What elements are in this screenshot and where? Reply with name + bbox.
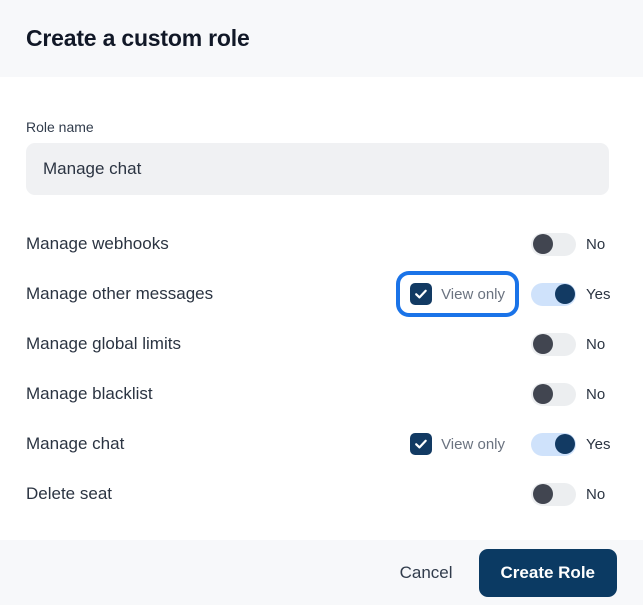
view-only-checkbox-group[interactable]: View only (400, 275, 515, 313)
permission-toggle[interactable] (531, 282, 576, 306)
create-role-button[interactable]: Create Role (478, 548, 617, 597)
role-name-input[interactable] (26, 143, 609, 195)
permission-toggle-group: No (531, 382, 617, 406)
dialog-header: Create a custom role (0, 0, 643, 77)
toggle-state-label: No (586, 485, 606, 503)
dialog-footer: Cancel Create Role (0, 540, 643, 605)
toggle-knob-icon (532, 334, 553, 354)
permission-row: Manage chat View only Yes (26, 419, 617, 469)
toggle-state-label: No (586, 385, 606, 403)
permission-label: Manage chat (26, 434, 125, 453)
toggle-state-label: Yes (586, 435, 611, 453)
permission-label: Delete seat (26, 484, 112, 503)
permission-controls: No (531, 232, 617, 256)
toggle-knob-icon (532, 234, 553, 254)
permission-row: Manage webhooks No (26, 219, 617, 269)
toggle-state-label: No (586, 335, 606, 353)
permission-controls: No (531, 332, 617, 356)
view-only-label: View only (441, 285, 505, 303)
page-title: Create a custom role (26, 25, 250, 51)
permission-label: Manage other messages (26, 284, 214, 303)
permission-label: Manage global limits (26, 334, 181, 353)
permission-toggle-group: No (531, 332, 617, 356)
permission-toggle-group: Yes (531, 432, 617, 456)
toggle-knob-icon (532, 484, 553, 504)
permission-toggle-group: Yes (531, 282, 617, 306)
permission-controls: View only Yes (400, 425, 617, 463)
toggle-knob-icon (554, 284, 575, 304)
view-only-checkbox-group[interactable]: View only (400, 425, 515, 463)
toggle-state-label: Yes (586, 285, 611, 303)
checkmark-icon[interactable] (410, 283, 433, 305)
view-only-label: View only (441, 435, 505, 453)
cancel-button[interactable]: Cancel (396, 555, 457, 591)
permission-controls: No (531, 482, 617, 506)
permission-toggle-group: No (531, 482, 617, 506)
role-name-field-group: Role name (26, 77, 617, 195)
role-name-label: Role name (26, 119, 94, 135)
toggle-state-label: No (586, 235, 606, 253)
permission-label: Manage webhooks (26, 234, 169, 253)
permission-toggle-group: No (531, 232, 617, 256)
permission-controls: No (531, 382, 617, 406)
toggle-knob-icon (532, 384, 553, 404)
permission-toggle[interactable] (531, 382, 576, 406)
permission-row: Manage other messages View only Yes (26, 269, 617, 319)
toggle-knob-icon (554, 434, 575, 454)
permission-toggle[interactable] (531, 482, 576, 506)
permission-toggle[interactable] (531, 332, 576, 356)
permission-row: Manage global limits No (26, 319, 617, 369)
permission-toggle[interactable] (531, 432, 576, 456)
permission-controls: View only Yes (400, 275, 617, 313)
permission-toggle[interactable] (531, 232, 576, 256)
checkmark-icon[interactable] (410, 433, 433, 455)
permission-row: Delete seat No (26, 469, 617, 519)
permission-label: Manage blacklist (26, 384, 153, 403)
permission-row: Manage blacklist No (26, 369, 617, 419)
